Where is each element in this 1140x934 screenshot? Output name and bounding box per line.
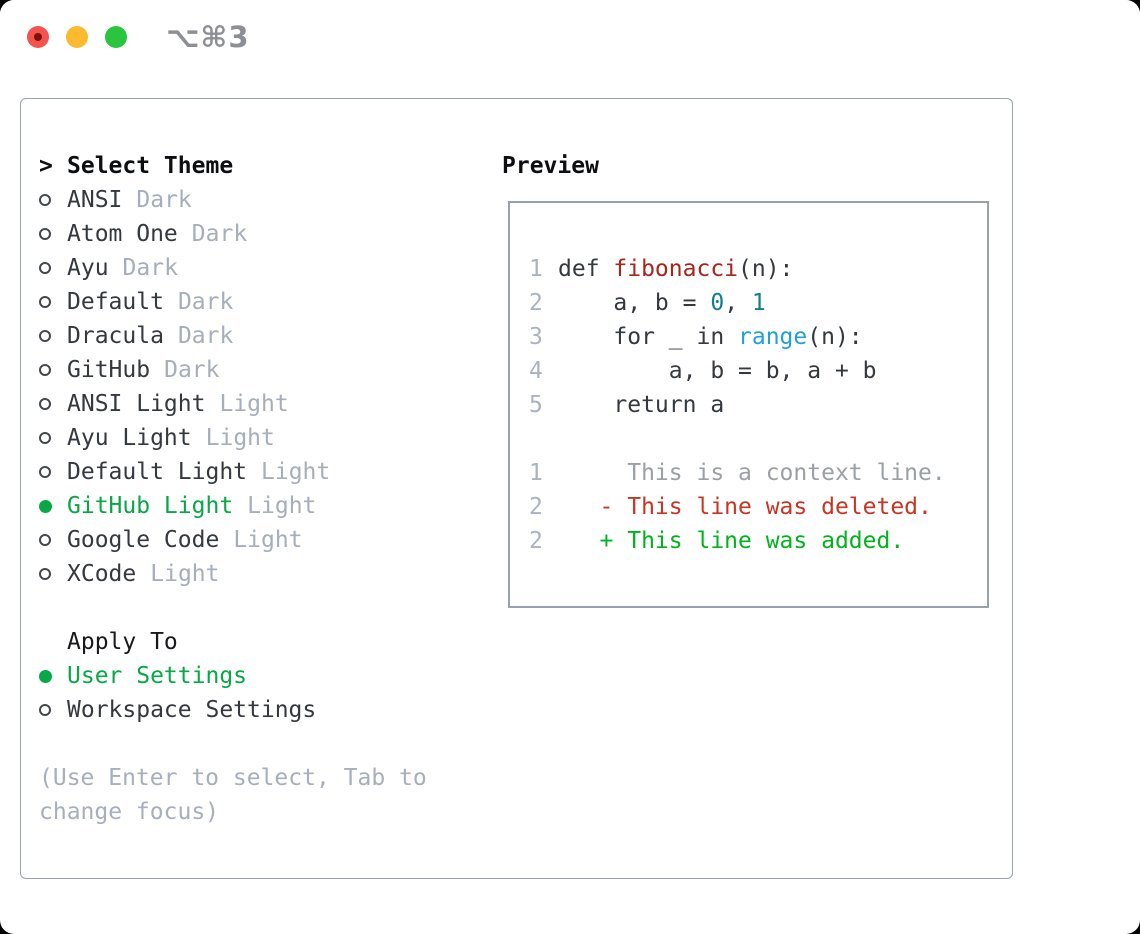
theme-tag: Light <box>150 561 220 587</box>
theme-option-selected[interactable]: GitHub Light Light <box>39 489 427 523</box>
radio-icon <box>39 330 51 342</box>
window-title: ⌥⌘3 <box>166 20 250 54</box>
theme-option[interactable]: GitHub Dark <box>39 353 427 387</box>
radio-icon <box>39 568 51 580</box>
theme-option[interactable]: ANSI Dark <box>39 183 427 217</box>
number-token: 0 <box>710 290 725 316</box>
apply-to-option[interactable]: Workspace Settings <box>39 693 427 727</box>
line-number: 3 <box>529 324 543 350</box>
radio-icon <box>39 262 51 274</box>
radio-icon <box>39 194 51 206</box>
theme-tag: Light <box>261 459 331 485</box>
close-button-icon[interactable] <box>27 26 49 48</box>
radio-icon <box>39 364 51 376</box>
diff-deleted-line: 2 - This line was deleted. <box>529 490 987 524</box>
theme-tag: Light <box>247 493 317 519</box>
theme-tag: Dark <box>164 357 220 383</box>
theme-tag: Dark <box>177 323 234 349</box>
radio-icon <box>39 296 51 308</box>
line-number: 5 <box>529 392 543 418</box>
function-name-token: fibonacci <box>613 256 739 282</box>
radio-icon <box>39 704 51 716</box>
theme-option[interactable]: Default Dark <box>39 285 427 319</box>
theme-option[interactable]: XCode Light <box>39 557 427 591</box>
apply-to-header: Apply To <box>39 625 427 659</box>
theme-option[interactable]: Default Light Light <box>39 455 427 489</box>
radio-icon <box>39 432 51 444</box>
hint-text-line1: (Use Enter to select, Tab to <box>39 765 427 791</box>
theme-tag: Light <box>219 391 289 417</box>
theme-list: > Select Theme ANSI Dark Atom One Dark A… <box>39 149 427 829</box>
spacer <box>39 591 427 625</box>
theme-option[interactable]: Ayu Light Light <box>39 421 427 455</box>
radio-icon <box>39 466 51 478</box>
titlebar: ⌥⌘3 <box>0 0 1140 75</box>
radio-icon <box>39 228 51 240</box>
apply-to-title: Apply To <box>67 629 178 655</box>
number-token: 1 <box>751 290 766 316</box>
theme-option[interactable]: Dracula Dark <box>39 319 427 353</box>
theme-option[interactable]: Atom One Dark <box>39 217 427 251</box>
code-line: 4 a, b = b, a + b <box>529 354 987 388</box>
code-line: 3 for _ in range(n): <box>529 320 987 354</box>
theme-tag: Light <box>233 527 303 553</box>
radio-icon <box>39 534 51 546</box>
apply-to-option-selected[interactable]: User Settings <box>39 659 427 693</box>
radio-icon <box>39 398 51 410</box>
line-number: 1 <box>529 256 543 282</box>
zoom-button-icon[interactable] <box>105 26 127 48</box>
line-number: 2 <box>529 494 543 520</box>
line-number: 2 <box>529 290 543 316</box>
theme-tag: Dark <box>136 187 192 213</box>
line-number: 2 <box>529 528 543 554</box>
theme-option[interactable]: ANSI Light Light <box>39 387 427 421</box>
minimize-button-icon[interactable] <box>66 26 88 48</box>
preview-title: Preview <box>502 153 599 179</box>
hint-text-line2: change focus) <box>39 799 220 825</box>
diff-context-line: 1 This is a context line. <box>529 456 987 490</box>
radio-selected-icon <box>39 669 52 683</box>
radio-selected-icon <box>39 499 52 513</box>
code-line: 5 return a <box>529 388 987 422</box>
close-dot-icon <box>34 33 42 41</box>
theme-tag: Dark <box>122 255 178 281</box>
theme-tag: Dark <box>191 221 248 247</box>
theme-option[interactable]: Google Code Light <box>39 523 427 557</box>
line-number: 4 <box>529 358 543 384</box>
spacer <box>529 422 987 456</box>
select-theme-title: Select Theme <box>67 153 234 179</box>
line-number: 1 <box>529 460 543 486</box>
select-theme-header: > Select Theme <box>39 149 427 183</box>
theme-option[interactable]: Ayu Dark <box>39 251 427 285</box>
prompt-icon: > <box>39 153 53 179</box>
theme-tag: Light <box>205 425 275 451</box>
spacer <box>39 727 427 761</box>
builtin-token: range <box>738 324 808 350</box>
diff-added-line: 2 + This line was added. <box>529 524 987 558</box>
theme-tag: Dark <box>177 289 234 315</box>
code-line: 2 a, b = 0, 1 <box>529 286 987 320</box>
theme-picker-panel: > Select Theme ANSI Dark Atom One Dark A… <box>20 98 1013 879</box>
